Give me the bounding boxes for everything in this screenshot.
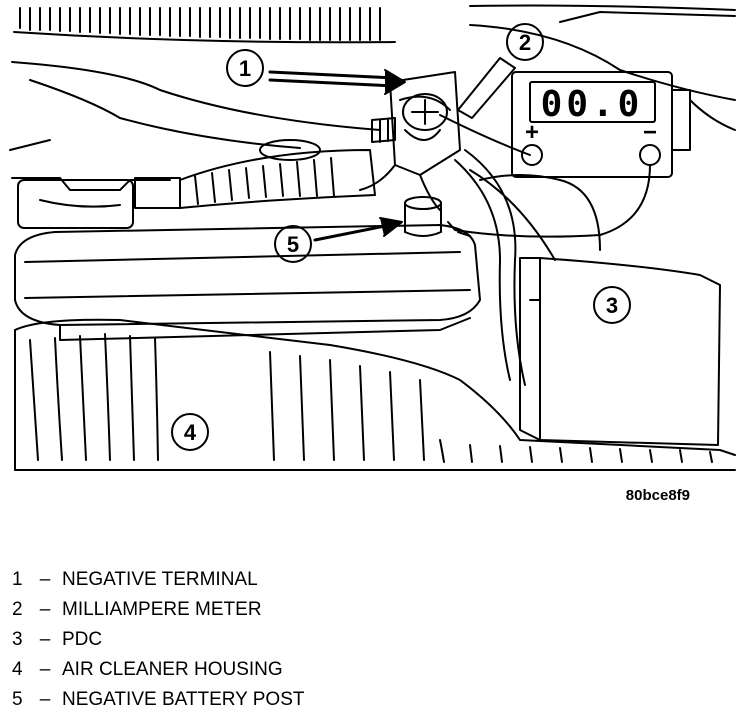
- meter-negative-sign: −: [643, 119, 657, 146]
- legend-label: NEGATIVE TERMINAL: [62, 569, 258, 590]
- callout-circle-2: [506, 23, 544, 61]
- air-cleaner-housing: [14, 318, 736, 471]
- legend-label: MILLIAMPERE METER: [62, 599, 262, 620]
- legend-label: PDC: [62, 629, 103, 650]
- legend-number: 1: [12, 569, 23, 590]
- legend-number: 4: [12, 659, 23, 680]
- legend-dash: –: [39, 629, 51, 650]
- battery: [14, 224, 481, 341]
- legend-label: AIR CLEANER HOUSING: [62, 659, 283, 680]
- callout-circle-3: [593, 286, 631, 324]
- meter-readout: 00.0: [541, 84, 644, 125]
- legend-number: 3: [12, 629, 23, 650]
- callout-number-5: 5: [287, 232, 299, 257]
- legend-item: 4–AIR CLEANER HOUSING: [12, 655, 304, 685]
- legend-dash: –: [39, 569, 51, 590]
- legend-item: 1–NEGATIVE TERMINAL: [12, 565, 304, 595]
- callout-circle-5: [274, 225, 312, 263]
- legend-number: 2: [12, 599, 23, 620]
- milliampere-meter: [511, 71, 691, 178]
- callout-arrows: [268, 69, 471, 242]
- ground-cables: [454, 149, 601, 386]
- legend-list: 1–NEGATIVE TERMINAL 2–MILLIAMPERE METER …: [12, 565, 304, 715]
- callout-circle-4: [171, 413, 209, 451]
- legend-label: NEGATIVE BATTERY POST: [62, 689, 305, 710]
- cowl-hatching: [13, 4, 736, 44]
- callout-number-3: 3: [606, 293, 618, 318]
- callout-circle-1: [226, 49, 264, 87]
- coolant-hose: [11, 139, 376, 229]
- fender-outline: [9, 24, 736, 151]
- negative-battery-post: [404, 196, 442, 237]
- meter-positive-sign: +: [525, 119, 539, 146]
- negative-terminal: [359, 71, 461, 211]
- legend-dash: –: [39, 689, 51, 710]
- legend-item: 2–MILLIAMPERE METER: [12, 595, 304, 625]
- figure-code: 80bce8f9: [626, 487, 690, 504]
- callout-number-2: 2: [519, 30, 531, 55]
- callout-number-4: 4: [184, 420, 197, 445]
- legend-dash: –: [39, 599, 51, 620]
- legend-dash: –: [39, 659, 51, 680]
- pdc-box: [519, 257, 721, 446]
- legend-item: 5–NEGATIVE BATTERY POST: [12, 685, 304, 715]
- callout-number-1: 1: [239, 56, 251, 81]
- legend-item: 3–PDC: [12, 625, 304, 655]
- battery-draw-diagram: 1 2 3 4 5 00.0 + − 80bce8f9: [9, 4, 736, 504]
- legend-number: 5: [12, 689, 23, 710]
